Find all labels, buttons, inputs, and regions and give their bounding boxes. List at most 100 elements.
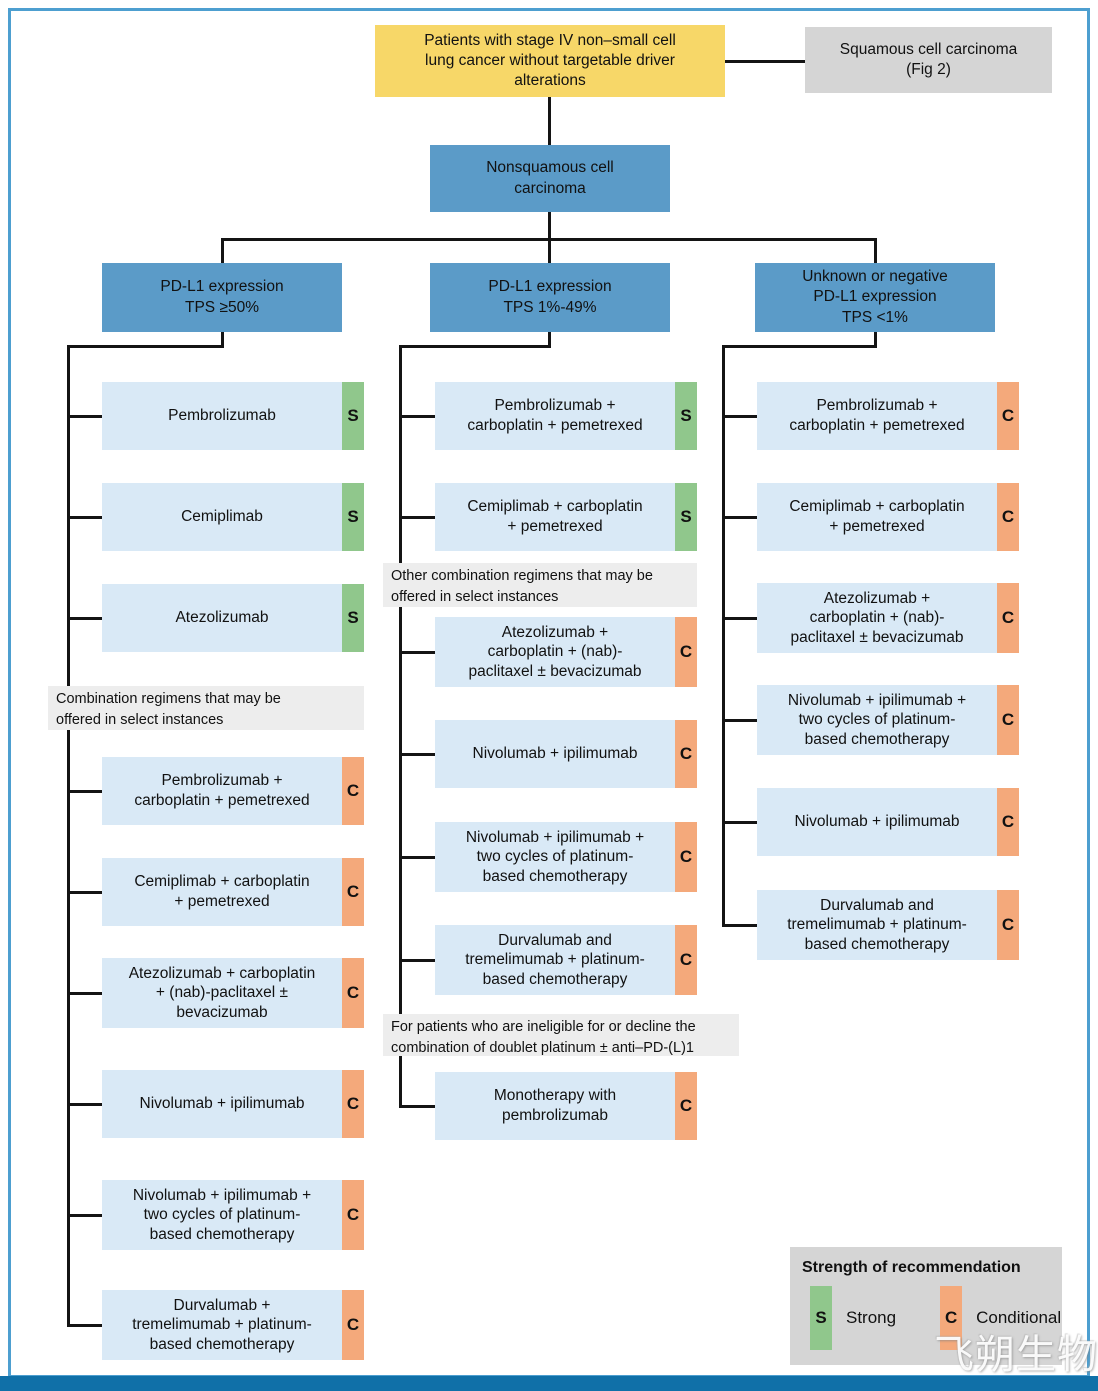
strength-tag: S: [342, 483, 364, 551]
connector-line: [399, 345, 402, 1107]
connector-line: [722, 924, 760, 927]
strength-tag: C: [675, 720, 697, 788]
connector-line: [67, 516, 107, 519]
treatment-box: Pembrolizumab + carboplatin + pemetrexed…: [102, 757, 364, 825]
treatment-label: Pembrolizumab + carboplatin + pemetrexed: [134, 772, 310, 809]
connector-line: [67, 790, 107, 793]
legend-title: Strength of recommendation: [802, 1259, 1021, 1276]
treatment-label: Cemiplimab + carboplatin + pemetrexed: [789, 498, 965, 535]
connector-line: [67, 617, 107, 620]
strength-tag: C: [675, 822, 697, 892]
treatment-label: Nivolumab + ipilimumab: [472, 745, 638, 763]
strength-tag: C: [997, 382, 1019, 450]
connector-line: [399, 345, 551, 348]
connector-line: [399, 753, 439, 756]
treatment-box: Pembrolizumab + carboplatin + pemetrexed…: [435, 382, 697, 450]
connector-line: [722, 345, 725, 926]
footer-bar: [0, 1376, 1098, 1391]
treatment-label: Cemiplimab + carboplatin + pemetrexed: [134, 873, 310, 910]
strength-tag-c: C: [940, 1286, 963, 1350]
strength-tag: C: [342, 1290, 364, 1360]
connector-line: [67, 1324, 107, 1327]
strength-tag: S: [675, 382, 697, 450]
connector-line: [722, 516, 760, 519]
treatment-box: Atezolizumab S: [102, 584, 364, 652]
connector-line: [722, 719, 760, 722]
strength-tag: C: [997, 685, 1019, 755]
legend: Strength of recommendation S Strong C Co…: [790, 1247, 1062, 1365]
connector-line: [399, 516, 439, 519]
connector-line: [221, 238, 224, 264]
treatment-label: Nivolumab + ipilimumab + two cycles of p…: [465, 828, 645, 885]
treatment-box: Cemiplimab + carboplatin + pemetrexed C: [102, 858, 364, 926]
treatment-label: Atezolizumab + carboplatin + (nab)- pacl…: [468, 623, 642, 680]
connector-line: [722, 345, 877, 348]
squamous-node: Squamous cell carcinoma (Fig 2): [805, 27, 1052, 93]
legend-item-strong: S Strong: [810, 1286, 896, 1350]
connector-line: [548, 212, 551, 241]
strength-tag-s: S: [810, 1286, 832, 1350]
connector-line: [874, 331, 877, 347]
note-other-combination: Other combination regimens that may be o…: [383, 563, 697, 607]
connector-line: [67, 415, 107, 418]
treatment-box: Durvalumab and tremelimumab + platinum- …: [435, 925, 697, 995]
treatment-label: Nivolumab + ipilimumab + two cycles of p…: [787, 691, 967, 748]
connector-line: [874, 238, 877, 264]
nonsquamous-node: Nonsquamous cell carcinoma: [430, 145, 670, 212]
treatment-label: Durvalumab and tremelimumab + platinum- …: [465, 931, 645, 988]
connector-line: [67, 345, 70, 1327]
connector-line: [722, 415, 760, 418]
treatment-label: Atezolizumab + carboplatin + (nab)- pacl…: [790, 589, 964, 646]
strength-tag: S: [342, 382, 364, 450]
treatment-label: Nivolumab + ipilimumab: [139, 1095, 305, 1113]
treatment-box: Cemiplimab + carboplatin + pemetrexed C: [757, 483, 1019, 551]
treatment-label: Pembrolizumab: [168, 407, 276, 425]
connector-line: [722, 617, 760, 620]
connector-line: [221, 331, 224, 347]
treatment-label: Cemiplimab: [181, 508, 263, 526]
treatment-box: Pembrolizumab S: [102, 382, 364, 450]
strength-tag: C: [342, 1180, 364, 1250]
treatment-label: Durvalumab and tremelimumab + platinum- …: [787, 896, 967, 953]
note-ineligible: For patients who are ineligible for or d…: [383, 1014, 739, 1056]
start-node: Patients with stage IV non–small cell lu…: [375, 25, 725, 97]
connector-line: [399, 856, 439, 859]
legend-item-conditional: C Conditional: [940, 1286, 1061, 1350]
treatment-box: Atezolizumab + carboplatin + (nab)-pacli…: [102, 958, 364, 1028]
strength-tag: C: [342, 958, 364, 1028]
watermark: 飞朔生物: [934, 1333, 1098, 1377]
strength-tag: C: [997, 788, 1019, 856]
legend-label-strong: Strong: [846, 1308, 897, 1327]
connector-line: [399, 415, 439, 418]
strength-tag: C: [997, 890, 1019, 960]
treatment-box: Atezolizumab + carboplatin + (nab)- pacl…: [435, 617, 697, 687]
branch-header-tps-unknown: Unknown or negative PD-L1 expression TPS…: [755, 263, 995, 332]
treatment-label: Pembrolizumab + carboplatin + pemetrexed: [467, 397, 643, 434]
strength-tag: C: [675, 1072, 697, 1140]
treatment-label: Durvalumab + tremelimumab + platinum- ba…: [132, 1296, 312, 1353]
treatment-box: Durvalumab + tremelimumab + platinum- ba…: [102, 1290, 364, 1360]
treatment-box: Nivolumab + ipilimumab + two cycles of p…: [435, 822, 697, 892]
treatment-label: Nivolumab + ipilimumab: [794, 813, 960, 831]
connector-line: [399, 1105, 439, 1108]
connector-line: [399, 651, 439, 654]
strength-tag: C: [342, 1070, 364, 1138]
treatment-box: Nivolumab + ipilimumab + two cycles of p…: [757, 685, 1019, 755]
treatment-box: Pembrolizumab + carboplatin + pemetrexed…: [757, 382, 1019, 450]
strength-tag: C: [675, 617, 697, 687]
treatment-box: Nivolumab + ipilimumab C: [435, 720, 697, 788]
connector-line: [548, 238, 551, 264]
treatment-label: Cemiplimab + carboplatin + pemetrexed: [467, 498, 643, 535]
treatment-box: Nivolumab + ipilimumab + two cycles of p…: [102, 1180, 364, 1250]
strength-tag: C: [675, 925, 697, 995]
connector-line: [67, 992, 107, 995]
treatment-box: Cemiplimab + carboplatin + pemetrexed S: [435, 483, 697, 551]
legend-items: S Strong C Conditional: [810, 1286, 1062, 1350]
treatment-label: Nivolumab + ipilimumab + two cycles of p…: [132, 1186, 312, 1243]
connector-line: [722, 821, 760, 824]
connector-line: [399, 959, 439, 962]
treatment-box: Atezolizumab + carboplatin + (nab)- pacl…: [757, 583, 1019, 653]
connector-line: [67, 345, 224, 348]
connector-line: [548, 97, 551, 145]
